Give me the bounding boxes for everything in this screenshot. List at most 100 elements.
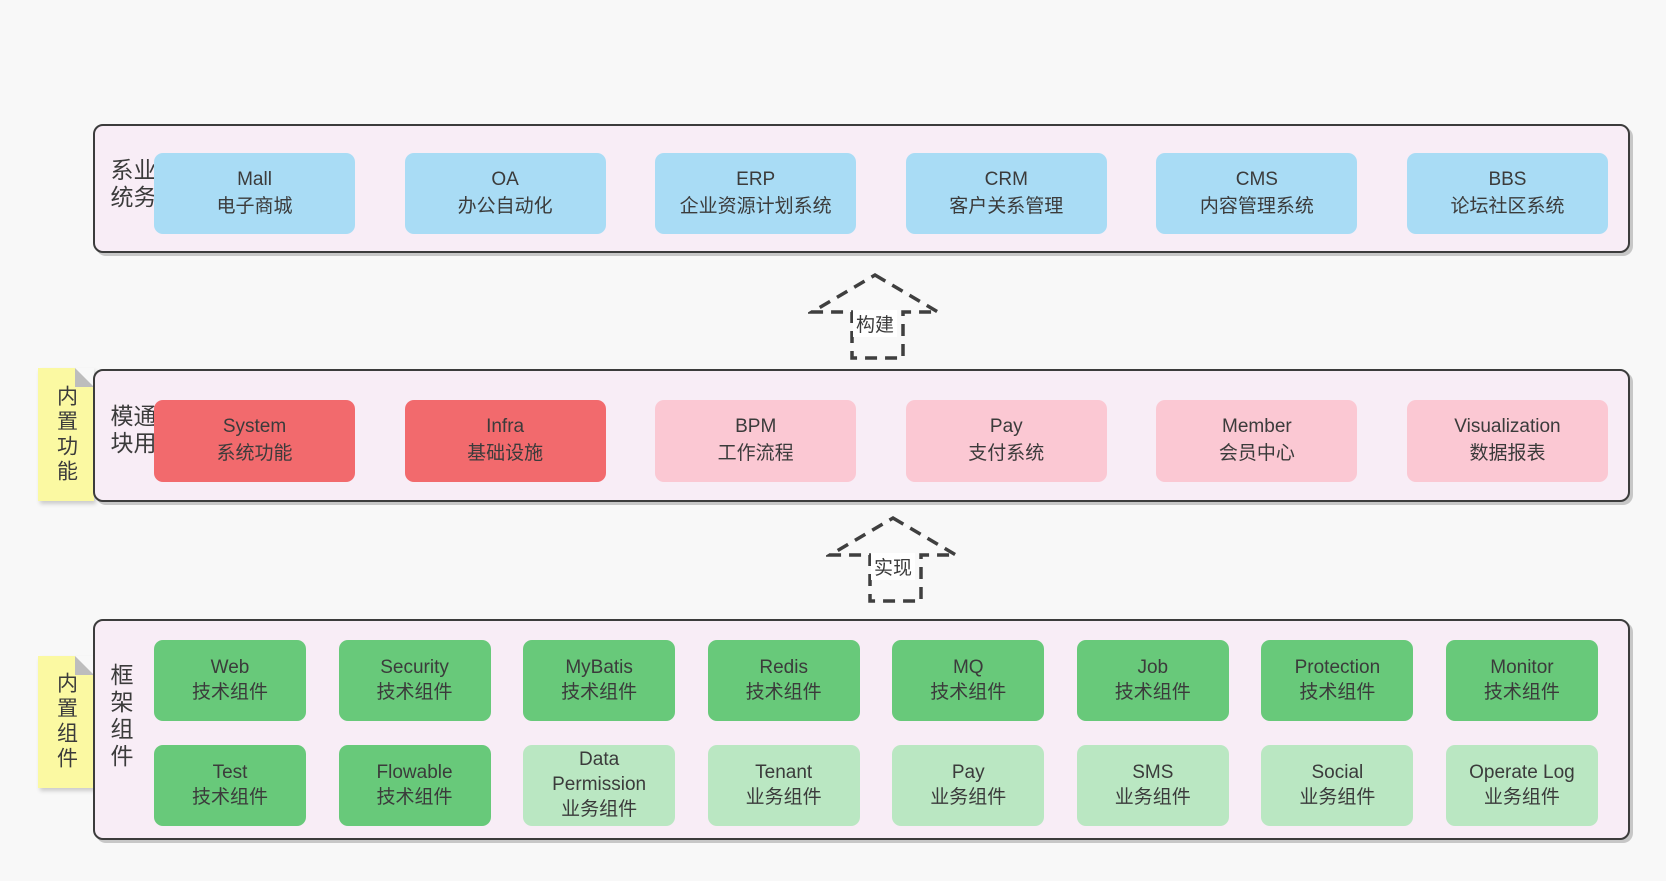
- box-pay-module: Pay 支付系统: [905, 400, 1107, 482]
- box-title: Web: [210, 656, 250, 678]
- box-subtitle: 系统功能: [216, 443, 293, 464]
- box-social: Social 业务组件: [1261, 745, 1414, 826]
- box-subtitle: 业务组件: [930, 786, 1007, 808]
- box-subtitle: 业务组件: [1299, 786, 1376, 808]
- box-title: Social: [1311, 761, 1364, 783]
- framework-components-row-2: Test 技术组件 Flowable 技术组件 Data Permission …: [154, 745, 1598, 826]
- box-operate-log: Operate Log 业务组件: [1445, 745, 1598, 826]
- sticky-note-label: 内置功能: [54, 384, 78, 485]
- box-redis: Redis 技术组件: [707, 640, 860, 721]
- box-protection: Protection 技术组件: [1261, 640, 1414, 721]
- box-title: Pay: [951, 761, 985, 783]
- box-subtitle: 内容管理系统: [1199, 195, 1314, 217]
- folded-corner-icon: [75, 656, 94, 675]
- box-mybatis: MyBatis 技术组件: [523, 640, 676, 721]
- box-subtitle: 技术组件: [745, 681, 822, 703]
- box-tenant: Tenant 业务组件: [707, 745, 860, 826]
- box-test: Test 技术组件: [154, 745, 306, 826]
- box-subtitle: 业务组件: [745, 786, 822, 808]
- box-title: ERP: [736, 168, 776, 190]
- box-subtitle: 企业资源计划系统: [679, 195, 832, 217]
- panel-framework-components: 框架组件 Web 技术组件 Security 技术组件 MyBatis 技术组件…: [93, 619, 1630, 840]
- box-subtitle: 技术组件: [1483, 681, 1560, 703]
- box-erp: ERP 企业资源计划系统: [655, 153, 857, 234]
- box-subtitle: 论坛社区系统: [1450, 195, 1565, 217]
- box-title: BBS: [1488, 168, 1527, 190]
- box-infra: Infra 基础设施: [404, 400, 606, 482]
- box-subtitle: 业务组件: [1114, 786, 1191, 808]
- box-subtitle: 工作流程: [717, 443, 794, 464]
- box-title: Infra: [486, 416, 525, 438]
- box-subtitle: 技术组件: [191, 681, 268, 703]
- box-title: Security: [380, 656, 449, 678]
- box-subtitle: 会员中心: [1218, 443, 1295, 464]
- box-title: OA: [491, 168, 519, 190]
- box-title: Member: [1222, 416, 1292, 438]
- build-arrow: 构建: [808, 272, 942, 361]
- box-cms: CMS 内容管理系统: [1156, 153, 1358, 234]
- box-crm: CRM 客户关系管理: [905, 153, 1107, 234]
- box-bpm: BPM 工作流程: [655, 400, 857, 482]
- box-subtitle: 支付系统: [968, 443, 1045, 464]
- box-title: Flowable: [376, 761, 453, 783]
- box-subtitle: 数据报表: [1469, 443, 1546, 464]
- box-title: Redis: [759, 656, 808, 678]
- box-mq: MQ 技术组件: [892, 640, 1045, 721]
- box-subtitle: 技术组件: [376, 681, 453, 703]
- box-title: Tenant: [755, 761, 813, 783]
- box-bbs: BBS 论坛社区系统: [1406, 153, 1608, 234]
- sticky-note-label: 内置组件: [54, 672, 78, 772]
- box-data-permission: Data Permission 业务组件: [523, 745, 676, 826]
- box-visualization: Visualization 数据报表: [1406, 400, 1608, 482]
- box-member: Member 会员中心: [1156, 400, 1358, 482]
- box-title: System: [222, 416, 287, 438]
- box-subtitle: 基础设施: [467, 443, 544, 464]
- box-title: MQ: [952, 656, 984, 678]
- common-modules-row: System 系统功能 Infra 基础设施 BPM 工作流程 Pay 支付系统…: [154, 400, 1608, 482]
- sticky-note-built-in-components: 内置组件: [38, 656, 94, 788]
- panel-label-framework-components: 框架组件: [107, 663, 133, 771]
- box-title: Job: [1137, 656, 1169, 678]
- panel-business-systems: 业务系统 Mall 电子商城 OA 办公自动化 ERP 企业资源计划系统 CRM…: [93, 124, 1630, 253]
- box-title: Protection: [1294, 656, 1381, 678]
- box-system: System 系统功能: [154, 400, 355, 482]
- box-title: CMS: [1235, 168, 1278, 190]
- box-security: Security 技术组件: [338, 640, 491, 721]
- box-job: Job 技术组件: [1076, 640, 1229, 721]
- framework-components-row-1: Web 技术组件 Security 技术组件 MyBatis 技术组件 Redi…: [154, 640, 1598, 721]
- box-title: Monitor: [1490, 656, 1554, 678]
- box-title: Data Permission: [552, 749, 647, 796]
- box-title: SMS: [1132, 761, 1174, 783]
- panel-label-business-systems: 业务系统: [107, 157, 156, 212]
- box-subtitle: 技术组件: [1299, 681, 1376, 703]
- box-sms: SMS 业务组件: [1076, 745, 1229, 826]
- box-subtitle: 技术组件: [376, 786, 453, 808]
- box-monitor: Monitor 技术组件: [1445, 640, 1598, 721]
- box-title: BPM: [735, 416, 777, 438]
- box-subtitle: 客户关系管理: [949, 195, 1064, 217]
- box-title: Operate Log: [1469, 761, 1575, 783]
- box-subtitle: 电子商城: [216, 195, 293, 217]
- box-web: Web 技术组件: [154, 640, 306, 721]
- panel-common-modules: 通用模块 System 系统功能 Infra 基础设施 BPM 工作流程 Pay…: [93, 369, 1630, 502]
- implement-arrow: 实现: [826, 515, 960, 604]
- box-flowable: Flowable 技术组件: [338, 745, 491, 826]
- arrow-label: 构建: [852, 310, 898, 337]
- box-mall: Mall 电子商城: [154, 153, 355, 234]
- box-subtitle: 办公自动化: [457, 195, 553, 217]
- arrow-label: 实现: [870, 553, 916, 580]
- box-title: MyBatis: [565, 656, 633, 678]
- sticky-note-built-in-functions: 内置功能: [38, 368, 94, 501]
- box-title: Visualization: [1454, 416, 1561, 438]
- box-oa: OA 办公自动化: [404, 153, 606, 234]
- business-systems-row: Mall 电子商城 OA 办公自动化 ERP 企业资源计划系统 CRM 客户关系…: [154, 153, 1608, 234]
- box-subtitle: 技术组件: [191, 786, 268, 808]
- box-subtitle: 业务组件: [1483, 786, 1560, 808]
- panel-label-common-modules: 通用模块: [107, 403, 156, 458]
- box-subtitle: 技术组件: [930, 681, 1007, 703]
- box-title: CRM: [984, 168, 1028, 190]
- box-pay-component: Pay 业务组件: [892, 745, 1045, 826]
- box-title: Test: [212, 761, 248, 783]
- folded-corner-icon: [75, 368, 94, 387]
